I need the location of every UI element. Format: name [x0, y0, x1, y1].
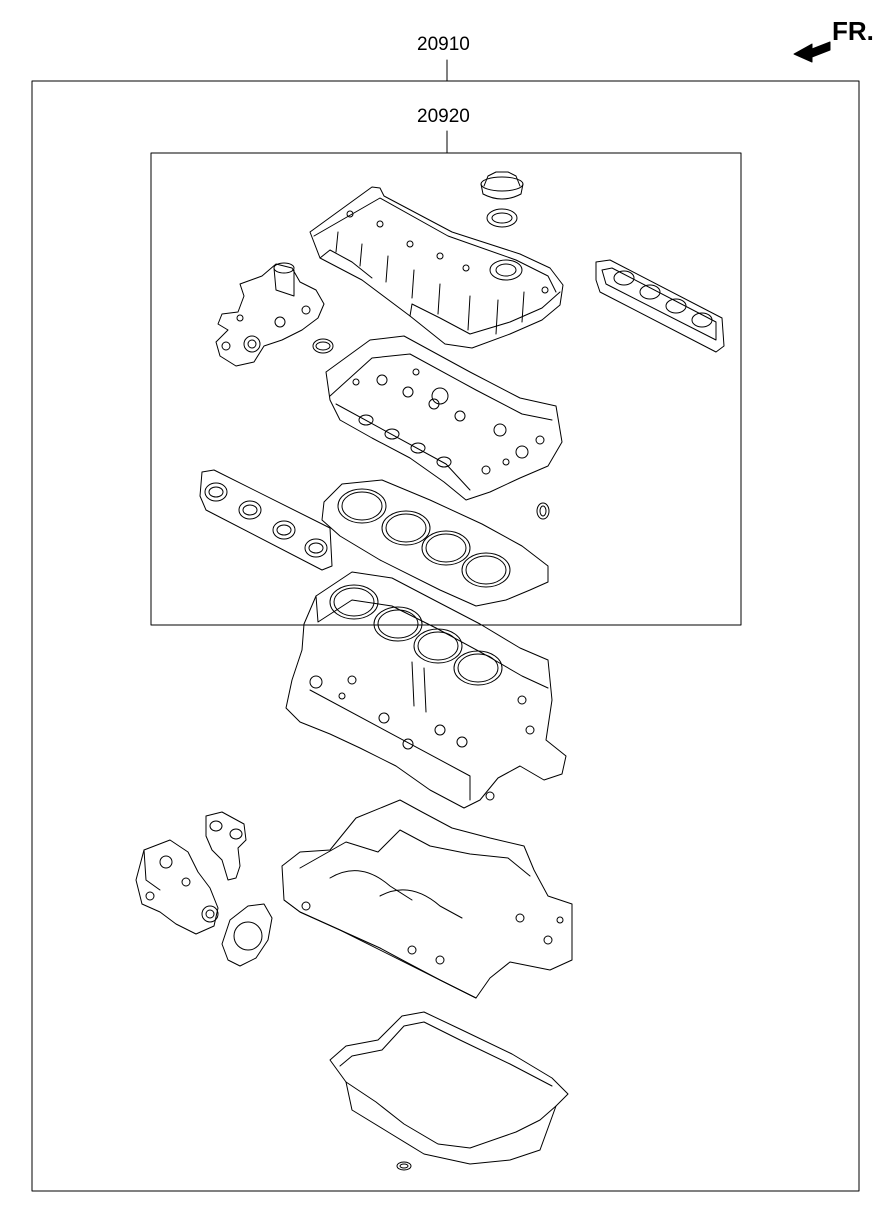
part-number-20910[interactable]: 20910 [417, 34, 470, 55]
cylinder-block[interactable] [286, 572, 566, 808]
o-ring[interactable] [313, 339, 333, 353]
oil-pan[interactable] [330, 1012, 568, 1164]
inner-assembly-frame [151, 153, 741, 625]
water-pump-gasket-upper[interactable] [206, 812, 246, 880]
water-pump-gasket[interactable] [222, 904, 272, 966]
cylinder-head-cover[interactable] [310, 187, 563, 348]
camshaft-seal[interactable] [537, 503, 549, 519]
oil-filler-cap[interactable] [481, 172, 523, 199]
part-number-20920[interactable]: 20920 [417, 106, 470, 127]
lower-crankcase[interactable] [282, 800, 572, 998]
oil-filler-cap-seal[interactable] [487, 209, 517, 227]
front-direction-label: FR. [832, 16, 874, 46]
exhaust-manifold-gasket[interactable] [596, 260, 724, 352]
water-outlet-housing[interactable] [216, 263, 324, 366]
cylinder-head[interactable] [326, 336, 562, 500]
intake-manifold-gasket[interactable] [200, 470, 332, 570]
cylinder-head-gasket[interactable] [322, 480, 548, 606]
water-pump-housing[interactable] [136, 840, 218, 934]
front-direction-arrow-icon [794, 42, 830, 62]
outer-assembly-frame [32, 81, 859, 1191]
drain-plug-gasket[interactable] [397, 1162, 411, 1170]
